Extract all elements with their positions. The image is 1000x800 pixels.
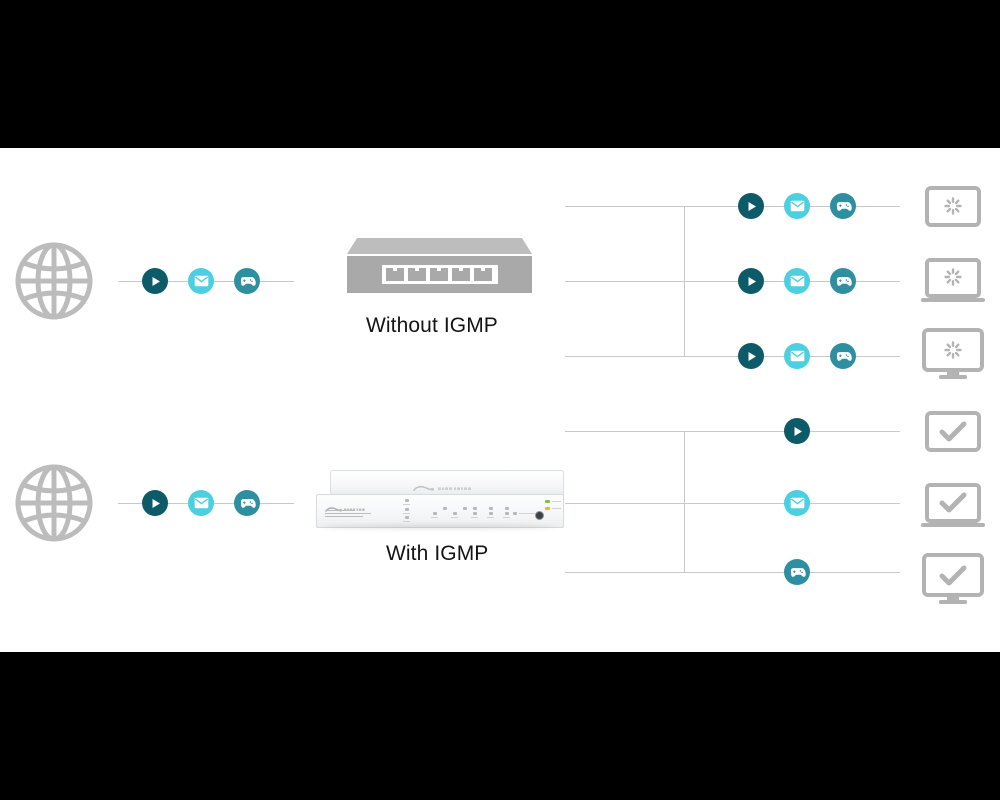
section-label-without-igmp: Without IGMP — [366, 314, 498, 337]
tp-link-logo-front — [325, 500, 367, 512]
check-icon — [939, 421, 967, 442]
device-monitor-ok — [922, 553, 984, 606]
led-port-4 — [489, 507, 493, 510]
led-label-power — [403, 504, 410, 505]
led-port-4b — [489, 512, 493, 515]
branch-trunk-mid-without — [565, 281, 900, 282]
mail-icon — [784, 343, 810, 369]
branch-trunk-top-without — [565, 206, 684, 207]
play-icon — [142, 268, 168, 294]
led-power — [405, 499, 409, 502]
branch-trunk-bottom-with — [565, 572, 684, 573]
tp-link-switch — [316, 470, 564, 530]
device-monitor-loading — [922, 328, 984, 381]
tp-link-switch-body — [316, 470, 564, 530]
led-label-poe — [519, 513, 535, 514]
led-link — [405, 516, 409, 519]
check-icon — [939, 565, 967, 586]
switch-shadow — [322, 525, 556, 529]
branch-riser-bottom-with — [684, 503, 685, 573]
legend-text-2 — [552, 508, 561, 509]
play-icon — [142, 490, 168, 516]
led-sys — [405, 508, 409, 511]
reset-button[interactable] — [535, 511, 544, 520]
gamepad-icon — [234, 490, 260, 516]
branch-trunk-bottom-without — [565, 356, 684, 357]
led-port-label-5 — [503, 517, 510, 518]
switch-front-panel — [316, 494, 564, 528]
generic-switch — [347, 238, 532, 293]
check-icon — [939, 492, 967, 513]
switch-top-panel — [330, 470, 564, 497]
branch-trunk-mid-with — [565, 503, 900, 504]
gamepad-icon — [830, 193, 856, 219]
branch-trunk-top-with — [565, 431, 684, 432]
led-port-label-2 — [451, 517, 458, 518]
globe-icon — [14, 241, 94, 321]
tp-link-logo-top — [412, 479, 474, 491]
section-label-with-igmp: With IGMP — [386, 542, 489, 565]
mail-icon — [188, 268, 214, 294]
device-laptop-loading — [920, 258, 986, 306]
play-icon — [784, 418, 810, 444]
device-tablet-ok — [925, 411, 981, 452]
mail-icon — [188, 490, 214, 516]
globe-icon — [14, 463, 94, 543]
gamepad-icon — [830, 268, 856, 294]
device-tablet-loading — [925, 186, 981, 227]
spinner-icon — [944, 268, 962, 286]
mail-icon — [784, 268, 810, 294]
play-icon — [738, 268, 764, 294]
diagram-canvas: Without IGMP — [0, 148, 1000, 652]
led-port-3b — [473, 512, 477, 515]
led-port-3 — [473, 507, 477, 510]
play-icon — [738, 193, 764, 219]
switch-model-microtext — [325, 510, 371, 520]
letterbox-bottom — [0, 652, 1000, 800]
device-laptop-ok — [920, 483, 986, 531]
spinner-icon — [944, 197, 962, 215]
branch-riser-top-with — [684, 431, 685, 504]
led-port-1 — [433, 512, 437, 515]
spinner-icon — [944, 341, 962, 359]
gamepad-icon — [830, 343, 856, 369]
gamepad-icon — [234, 268, 260, 294]
play-icon — [738, 343, 764, 369]
led-port-2 — [453, 512, 457, 515]
gamepad-icon — [784, 559, 810, 585]
led-port-5 — [505, 507, 509, 510]
legend-amber — [545, 507, 550, 510]
letterbox-top — [0, 0, 1000, 148]
led-poe-status — [513, 512, 517, 515]
led-port-5b — [505, 512, 509, 515]
branch-riser-top-without — [684, 206, 685, 282]
legend-text-1 — [552, 501, 561, 502]
led-port-label-1 — [431, 517, 438, 518]
led-label-sys — [403, 513, 410, 514]
led-port-7 — [443, 507, 447, 510]
led-label-link — [403, 521, 410, 522]
led-port-label-3 — [471, 517, 478, 518]
mail-icon — [784, 490, 810, 516]
led-port-label-4 — [487, 517, 494, 518]
mail-icon — [784, 193, 810, 219]
led-port-6 — [463, 507, 467, 510]
legend-green — [545, 500, 550, 503]
branch-riser-bottom-without — [684, 281, 685, 357]
